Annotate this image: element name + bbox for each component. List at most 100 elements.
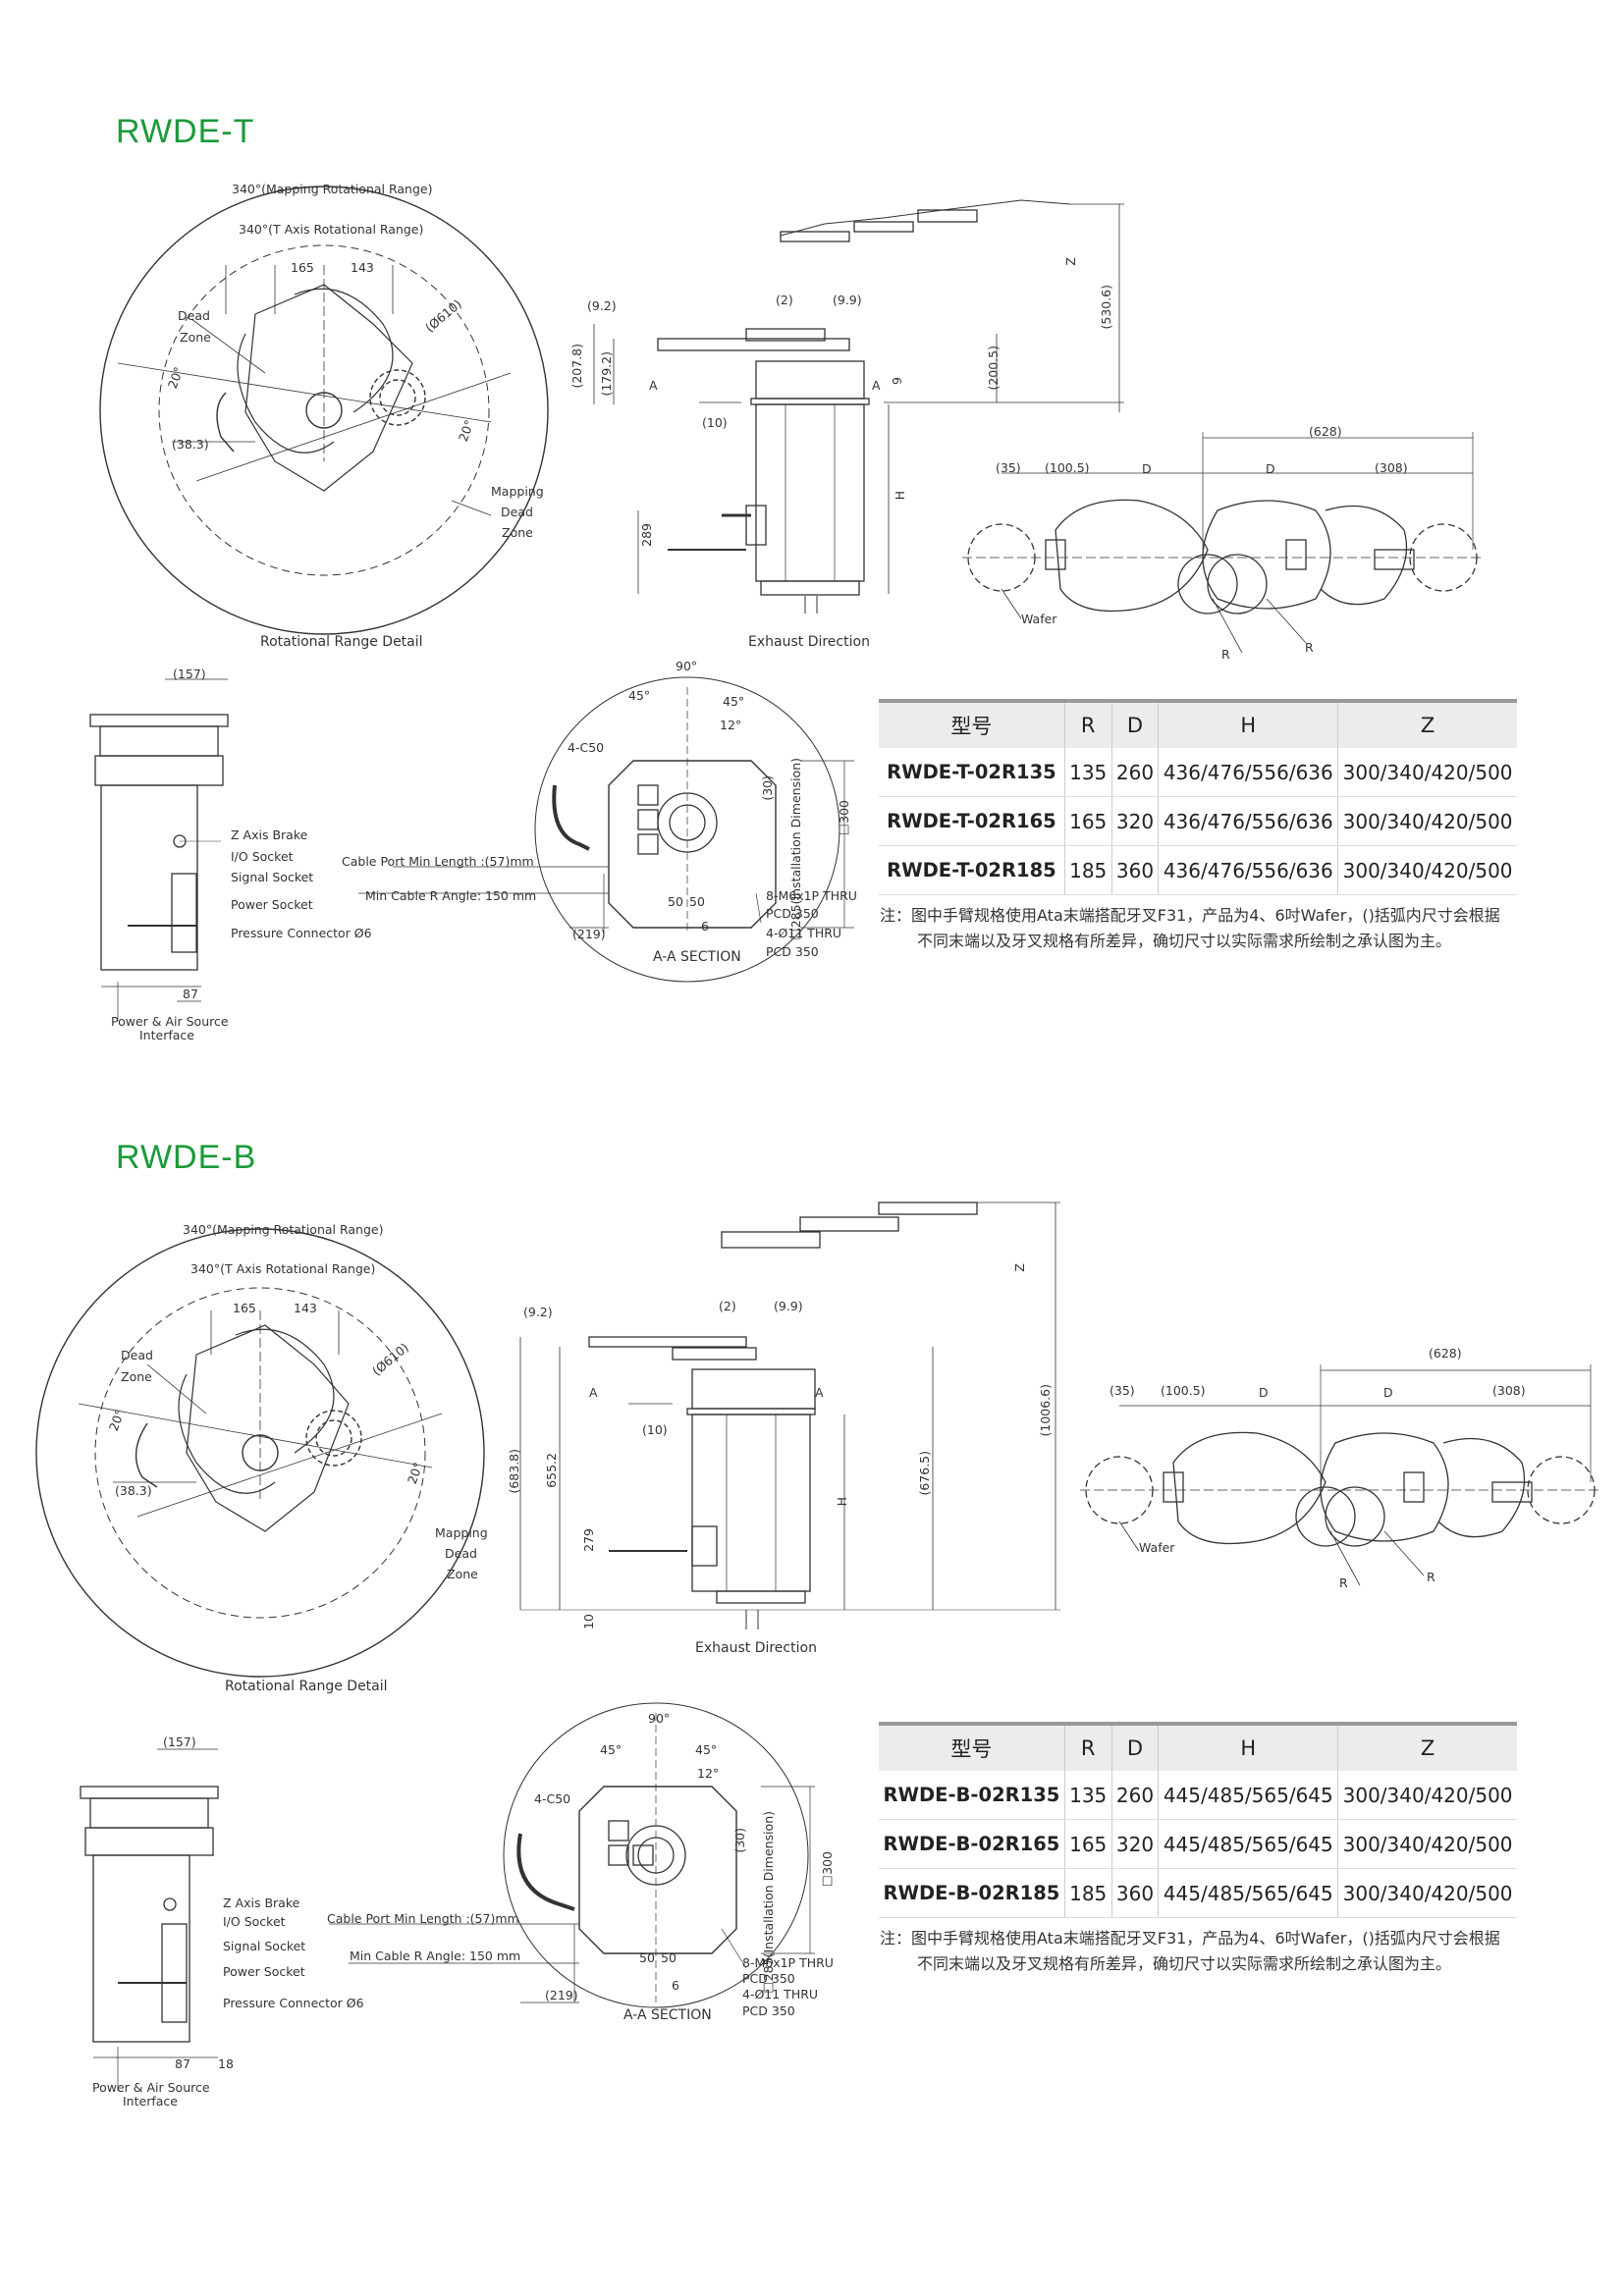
hole-spec: 4-Ø11 THRU	[766, 926, 842, 940]
dim-label: (10)	[642, 1422, 668, 1437]
dim-label: R	[1221, 647, 1230, 662]
table-cell: 185	[1063, 845, 1112, 895]
table-header-cell: 型号	[879, 1724, 1065, 1771]
power-interface-label: Interface	[139, 1028, 194, 1042]
table-header-cell: 型号	[879, 701, 1065, 748]
hole-spec: PCD 350	[742, 2003, 795, 2018]
dim-label: D	[1142, 461, 1152, 476]
table-row: RWDE-T-02R165 165 320 436/476/556/636 30…	[879, 796, 1517, 846]
dim-label: D	[1259, 1385, 1269, 1400]
connector-label: Power Socket	[223, 1964, 305, 1979]
dim-label: 12°	[697, 1766, 720, 1781]
dim-label: (100.5)	[1045, 460, 1090, 475]
cable-label: Cable Port Min Length :(57)mm	[342, 854, 534, 869]
cable-label: (219)	[545, 1988, 578, 2002]
dim-label: (308)	[1492, 1383, 1526, 1398]
table-cell: 260	[1110, 1771, 1159, 1820]
section-a-marker: A	[589, 1385, 598, 1400]
hole-spec: 4-Ø11 THRU	[742, 1987, 819, 2002]
dim-label: (9.9)	[833, 293, 862, 307]
dim-label: 50	[661, 1950, 677, 1965]
dim-label: 50	[689, 894, 705, 909]
note-line: 注：图中手臂规格使用Ata末端搭配牙叉F31，产品为4、6吋Wafer，()括弧…	[880, 1929, 1500, 1948]
table-header-row: 型号 R D H Z	[879, 1724, 1517, 1771]
dim-label: 6	[672, 1978, 679, 1993]
wafer-label: Wafer	[1139, 1540, 1175, 1555]
dim-label: 12°	[720, 718, 742, 732]
section-title: RWDE-B	[116, 1139, 257, 1176]
table-cell: RWDE-T-02R135	[879, 748, 1065, 797]
dim-label: 143	[294, 1301, 317, 1315]
table-header-row: 型号 R D H Z	[879, 701, 1517, 748]
connector-label: I/O Socket	[231, 849, 294, 864]
section-title: RWDE-T	[116, 113, 255, 150]
section-a-marker: A	[649, 378, 658, 393]
dim-label: 45°	[628, 688, 651, 703]
exhaust-caption: Exhaust Direction	[748, 634, 870, 650]
dim-label: (628)	[1309, 424, 1342, 439]
hole-spec: PCD 350	[766, 944, 819, 959]
note-line: 不同末端以及牙叉规格有所差异，确切尺寸以实际需求所绘制之承认图为主。	[917, 932, 1452, 950]
table-row: RWDE-B-02R165 165 320 445/485/565/645 30…	[879, 1819, 1517, 1869]
table-cell: 360	[1110, 845, 1159, 895]
table-cell: 445/485/565/645	[1158, 1819, 1338, 1869]
table-cell: 436/476/556/636	[1158, 796, 1338, 846]
table-header-cell: H	[1158, 701, 1338, 748]
table-header-cell: Z	[1337, 1724, 1517, 1771]
connector-label: Pressure Connector Ø6	[223, 1996, 364, 2010]
dim-label: (9.2)	[587, 298, 617, 313]
dim-label: (35)	[996, 460, 1021, 475]
t-axis-range-label: 340°(T Axis Rotational Range)	[239, 222, 424, 237]
table-cell: 445/485/565/645	[1158, 1771, 1338, 1820]
dim-label: 50	[639, 1950, 655, 1965]
connector-label: Power Socket	[231, 897, 313, 912]
power-interface-label: Power & Air Source	[92, 2080, 210, 2095]
spec-note: 注：图中手臂规格使用Ata末端搭配牙叉F31，产品为4、6吋Wafer，()括弧…	[880, 1926, 1518, 1977]
note-line: 不同末端以及牙叉规格有所差异，确切尺寸以实际需求所绘制之承认图为主。	[917, 1954, 1452, 1973]
dim-label: (2)	[719, 1299, 736, 1313]
dim-label: (30)	[732, 1828, 747, 1853]
note-line: 注：图中手臂规格使用Ata末端搭配牙叉F31，产品为4、6吋Wafer，()括弧…	[880, 906, 1500, 925]
dim-label: 4-C50	[568, 740, 605, 755]
dead-zone-label: Zone	[121, 1369, 152, 1384]
aa-section-caption: A-A SECTION	[623, 2007, 712, 2023]
dim-label: 4-C50	[534, 1791, 571, 1806]
rotational-caption: Rotational Range Detail	[225, 1679, 388, 1694]
mapping-range-label: 340°(Mapping Rotational Range)	[232, 182, 433, 196]
table-header-cell: D	[1110, 1724, 1159, 1771]
table-header-cell: H	[1158, 1724, 1338, 1771]
dim-label: R	[1339, 1575, 1348, 1590]
hole-spec: PCD 350	[742, 1971, 795, 1986]
connector-label: Signal Socket	[231, 870, 314, 884]
connector-label: Z Axis Brake	[223, 1896, 300, 1910]
connector-label: Pressure Connector Ø6	[231, 926, 372, 940]
spec-table: 型号 R D H Z RWDE-T-02R135 135 260 436/476…	[879, 699, 1517, 895]
dim-label: □300	[820, 1851, 835, 1890]
table-cell: 320	[1110, 796, 1159, 846]
table-cell: RWDE-T-02R185	[879, 845, 1065, 895]
connector-label: I/O Socket	[223, 1914, 286, 1929]
table-cell: 300/340/420/500	[1337, 1819, 1517, 1869]
table-cell: RWDE-B-02R135	[879, 1771, 1065, 1820]
table-header-cell: D	[1110, 701, 1159, 748]
dead-zone-label: Dead	[178, 308, 210, 323]
hole-spec: PCD 350	[766, 906, 819, 921]
dim-label: 165	[291, 260, 314, 275]
hole-spec: 8-M6x1P THRU	[742, 1955, 834, 1970]
table-row: RWDE-T-02R135 135 260 436/476/556/636 30…	[879, 748, 1517, 797]
cable-label: Min Cable R Angle: 150 mm	[350, 1949, 521, 1963]
dim-label: R	[1305, 640, 1314, 655]
dead-zone-label: Dead	[121, 1348, 153, 1362]
dim-label: 50	[668, 894, 683, 909]
dim-label: (628)	[1429, 1346, 1462, 1361]
connector-label: Signal Socket	[223, 1939, 306, 1953]
dim-label: (100.5)	[1161, 1383, 1206, 1398]
table-cell: 300/340/420/500	[1337, 845, 1517, 895]
